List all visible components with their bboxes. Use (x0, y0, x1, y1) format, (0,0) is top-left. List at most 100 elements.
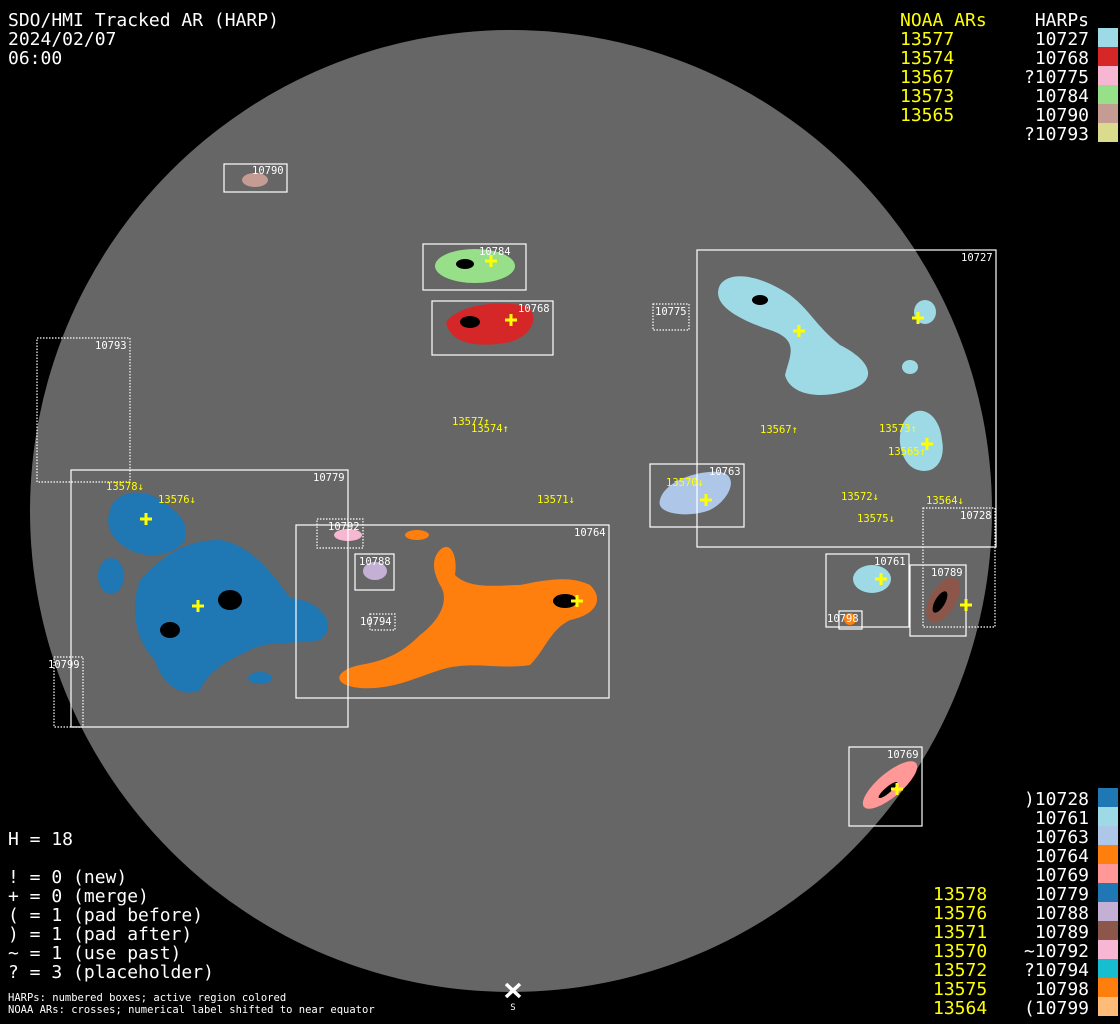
harp-box-10761[interactable] (825, 553, 910, 628)
region-10764-small (405, 530, 429, 540)
harp-boxes: 10790 10784 10768 10775 10727 10793 1077… (36, 163, 997, 827)
noaa-label: 13575↓ (857, 513, 895, 525)
legend-row: 10769 (1035, 864, 1118, 886)
harp-label: 10779 (313, 472, 345, 484)
legend-color-swatch (1098, 864, 1118, 883)
active-regions (98, 173, 960, 809)
noaa-crosses (140, 255, 972, 795)
noaa-label: 13572↓ (841, 491, 879, 503)
legend-row: 10761 (1035, 807, 1118, 829)
legend-row: )10728 (1024, 788, 1118, 810)
legend-color-swatch (1098, 883, 1118, 902)
legend-harp-number: 10768 (1035, 48, 1089, 69)
stat-line: + = 0 (merge) (8, 886, 149, 907)
harp-box-10793[interactable] (36, 337, 131, 483)
harp-label: 10793 (95, 340, 127, 352)
region-10779-west (98, 558, 124, 594)
legend-harp-number: ?10793 (1024, 124, 1089, 145)
harp-box-10779[interactable] (70, 469, 349, 728)
region-10779-small (248, 672, 272, 684)
legend-noaa-number: 13564 (933, 998, 987, 1019)
harp-label: 10764 (574, 527, 606, 539)
legend-color-swatch (1098, 997, 1118, 1016)
noaa-label: 13565↑ (888, 446, 926, 458)
harp-box-10763[interactable] (649, 463, 745, 528)
harp-label: 10798 (827, 613, 859, 625)
harp-label: 10727 (961, 252, 993, 264)
legend-harp-number: ~10792 (1024, 941, 1089, 962)
legend-harps-header: HARPs (1035, 10, 1089, 31)
legend-harp-number: 10788 (1035, 903, 1089, 924)
legend-harp-number: )10728 (1024, 789, 1089, 810)
noaa-label: 13577↑ (452, 416, 490, 428)
solar-disk (30, 30, 992, 992)
south-label: S (510, 1003, 515, 1013)
harp-box-10728[interactable] (922, 507, 996, 628)
harp-box-10764[interactable] (295, 524, 610, 699)
legend-row: 13564(10799 (933, 997, 1118, 1019)
noaa-label: 13573↑ (879, 423, 917, 435)
legend-color-swatch (1098, 959, 1118, 978)
legend-harp-number: 10727 (1035, 29, 1089, 50)
harp-box-10799[interactable] (53, 656, 84, 728)
harp-label: 10775 (655, 306, 687, 318)
noaa-label: 13576↓ (158, 494, 196, 506)
legend-harp-number: ?10775 (1024, 67, 1089, 88)
stat-line: ! = 0 (new) (8, 867, 127, 888)
legend-row: 10763 (1035, 826, 1118, 848)
legend-noaa-number: 13565 (900, 105, 954, 126)
legend-harp-number: 10779 (1035, 884, 1089, 905)
harp-label: 10784 (479, 246, 511, 258)
harp-box-10769[interactable] (848, 746, 923, 827)
harp-box-10788[interactable] (354, 553, 395, 591)
legend-noaa-number: 13574 (900, 48, 954, 69)
stat-line: ) = 1 (pad after) (8, 924, 192, 945)
legend-color-swatch (1098, 978, 1118, 997)
harp-box-10775[interactable] (652, 303, 690, 331)
noaa-labels: 13577↑ 13574↑ 13567↑ 13573↑ 13565↑ 13578… (106, 416, 964, 525)
legend-noaa-number: 13571 (933, 922, 987, 943)
noaa-label: 13567↑ (760, 424, 798, 436)
date-label: 2024/02/07 (8, 29, 116, 50)
legend-row: 13570~10792 (933, 940, 1118, 962)
harp-box-10792[interactable] (316, 518, 364, 549)
legend-color-swatch (1098, 807, 1118, 826)
region-10784 (435, 249, 515, 283)
harp-box-10794[interactable] (369, 613, 396, 631)
harp-label: 10788 (359, 556, 391, 568)
stats-panel: H = 18 ! = 0 (new) + = 0 (merge) ( = 1 (… (8, 829, 214, 983)
cross-icon (891, 783, 903, 795)
cross-icon (700, 494, 712, 506)
legend-harp-number: ?10794 (1024, 960, 1089, 981)
legend-color-swatch (1098, 845, 1118, 864)
legend-row: ?10793 (1024, 123, 1118, 145)
harp-label: 10792 (328, 521, 360, 533)
harp-box-10727[interactable] (696, 249, 997, 548)
legend-row: 13574 10768 (900, 47, 1118, 69)
noaa-label: 13574↑ (471, 423, 509, 435)
harp-label: 10794 (360, 616, 392, 628)
harp-box-10768[interactable] (431, 300, 554, 356)
legend-color-swatch (1098, 123, 1118, 142)
harp-box-10798[interactable] (838, 610, 863, 630)
cross-icon (912, 312, 924, 324)
region-10727-main (718, 276, 869, 395)
south-marker-icon (504, 982, 522, 999)
harp-box-10784[interactable] (422, 243, 527, 291)
harp-label: 10789 (931, 567, 963, 579)
harp-label: 10761 (874, 556, 906, 568)
noaa-label: 13578↓ (106, 481, 144, 493)
legend-noaa-number: 13567 (900, 67, 954, 88)
harp-count: H = 18 (8, 829, 73, 850)
cross-icon (505, 314, 517, 326)
region-10798 (844, 613, 856, 625)
legend-color-swatch (1098, 85, 1118, 104)
legend-color-swatch (1098, 921, 1118, 940)
harp-box-10790[interactable] (223, 163, 288, 193)
